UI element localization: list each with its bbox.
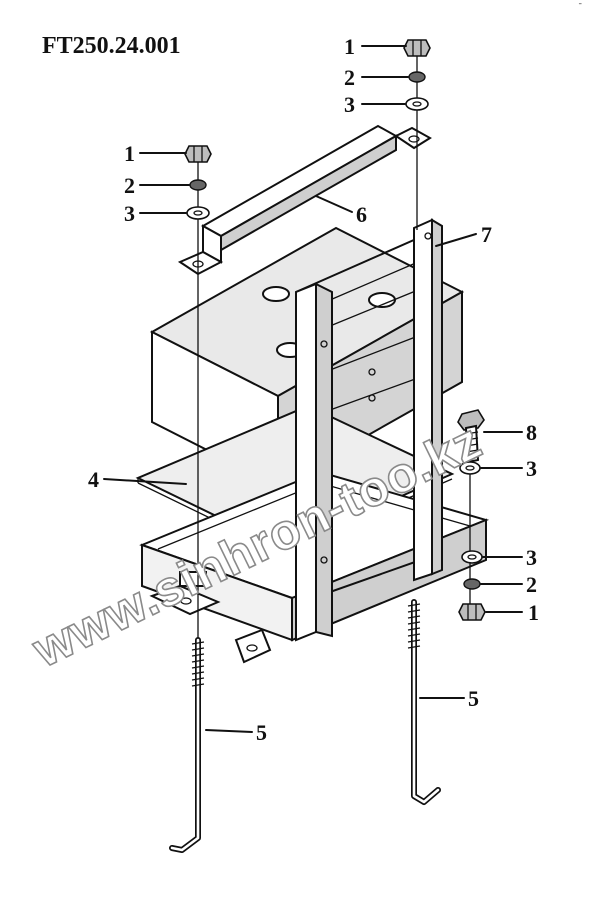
side-support-frame bbox=[295, 218, 443, 642]
callout-2-top-left: 2 bbox=[124, 173, 135, 198]
callout-labels: 1 2 3 1 2 3 6 7 8 3 4 3 2 1 5 5 bbox=[88, 34, 539, 745]
callout-1-top-left: 1 bbox=[124, 141, 135, 166]
hardware-stack-top-left bbox=[184, 145, 212, 220]
callout-3-right-lower: 3 bbox=[526, 545, 537, 570]
callout-1-right: 1 bbox=[528, 600, 539, 625]
corner-mark: ˉ bbox=[578, 3, 583, 13]
j-bolt-right bbox=[407, 599, 441, 805]
callout-1-top-right: 1 bbox=[344, 34, 355, 59]
drawing-part-number: FT250.24.001 bbox=[42, 33, 181, 59]
callout-5-left: 5 bbox=[256, 720, 267, 745]
callout-7-frame: 7 bbox=[481, 222, 492, 247]
callout-2-top-right: 2 bbox=[344, 65, 355, 90]
callout-3-right-upper: 3 bbox=[526, 456, 537, 481]
callout-2-right: 2 bbox=[526, 572, 537, 597]
callout-5-right: 5 bbox=[468, 686, 479, 711]
callout-8-bolt: 8 bbox=[526, 420, 537, 445]
callout-4-plate: 4 bbox=[88, 467, 99, 492]
callout-3-top-left: 3 bbox=[124, 201, 135, 226]
leader-lines bbox=[103, 45, 523, 733]
callout-3-top-right: 3 bbox=[344, 92, 355, 117]
hold-down-bracket bbox=[177, 124, 432, 276]
j-bolt-left bbox=[169, 637, 205, 853]
callout-6-bracket: 6 bbox=[356, 202, 367, 227]
hardware-stack-top-right bbox=[403, 39, 431, 111]
